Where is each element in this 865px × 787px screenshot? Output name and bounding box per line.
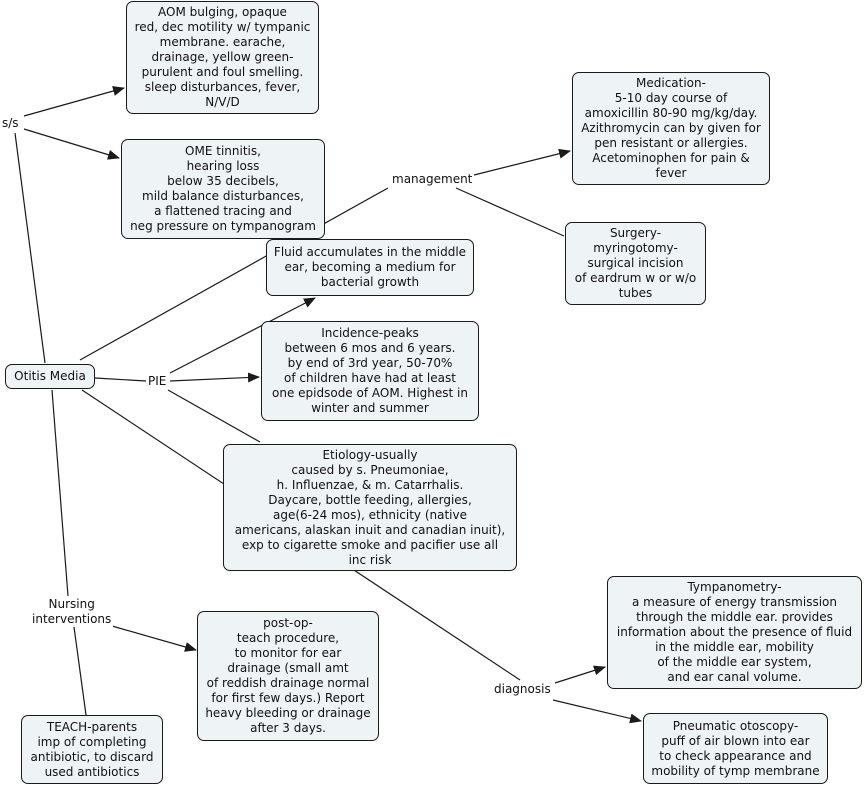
link-pie-fluid [169, 297, 316, 374]
medication-node[interactable]: Medication- 5-10 day course of amoxicill… [572, 72, 770, 185]
link-om-pie [94, 377, 147, 382]
otoscopy-node[interactable]: Pneumatic otoscopy- puff of air blown in… [643, 713, 828, 784]
link-nursing-teach [73, 626, 87, 716]
link-pie-incidence [169, 372, 260, 383]
surgery-node[interactable]: Surgery- myringotomy- surgical incision … [565, 222, 706, 305]
link-om-ss [14, 132, 46, 364]
management-link-label: management [390, 172, 475, 187]
link-diagnosis-tympanometry [554, 665, 606, 684]
etiology-node[interactable]: Etiology-usually caused by s. Pneumoniae… [223, 444, 517, 571]
link-nursing-postop [111, 625, 197, 652]
teach-node[interactable]: TEACH-parents imp of completing antibiot… [21, 715, 163, 784]
ss-link-label: s/s [0, 116, 21, 131]
link-management-medication [473, 148, 571, 176]
link-management-surgery [455, 187, 565, 237]
incidence-node[interactable]: Incidence-peaks between 6 mos and 6 year… [261, 321, 479, 421]
nursing-interventions-link-label: Nursing interventions [30, 597, 114, 627]
link-om-management [79, 187, 389, 361]
otitis-media-node[interactable]: Otitis Media [5, 364, 95, 389]
link-ss-aom [23, 86, 125, 117]
ome-node[interactable]: OME tinnitis, hearing loss below 35 deci… [121, 139, 325, 239]
tympanometry-node[interactable]: Tympanometry- a measure of energy transm… [607, 576, 862, 689]
pie-link-label: PIE [146, 374, 169, 389]
aom-node[interactable]: AOM bulging, opaque red, dec motility w/… [126, 1, 319, 114]
postop-node[interactable]: post-op- teach procedure, to monitor for… [197, 611, 379, 741]
link-pie-etiology [167, 389, 261, 443]
link-diagnosis-otoscopy [552, 699, 642, 724]
link-ss-ome [23, 128, 120, 160]
link-om-nursing [51, 389, 69, 597]
diagnosis-link-label: diagnosis [492, 682, 553, 697]
fluid-node[interactable]: Fluid accumulates in the middle ear, bec… [266, 239, 474, 296]
